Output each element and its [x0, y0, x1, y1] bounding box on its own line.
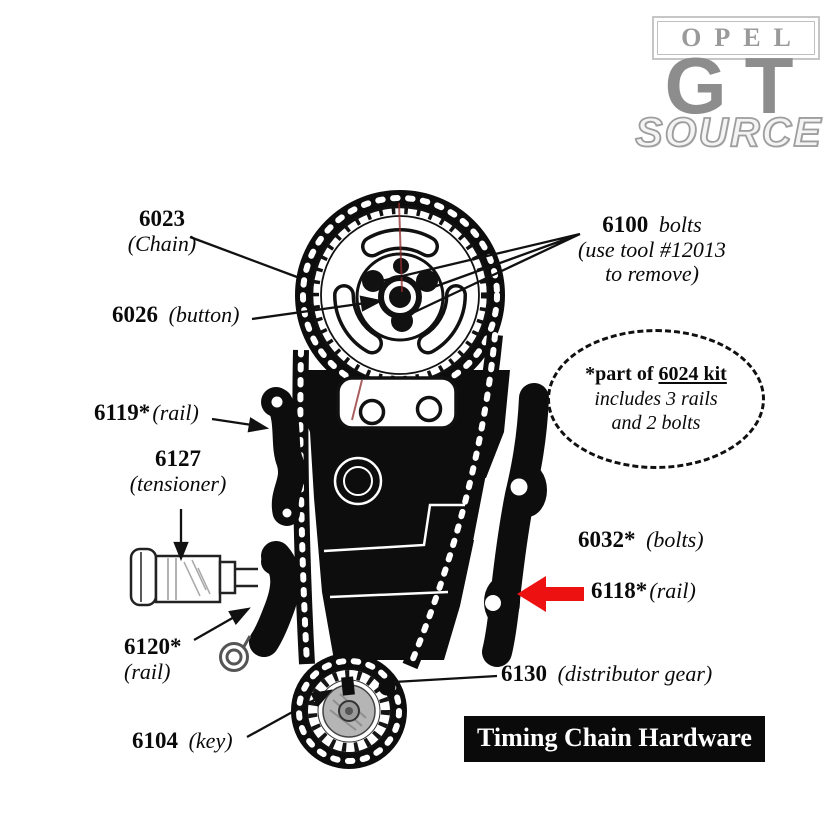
center-button — [378, 275, 422, 319]
title-banner: Timing Chain Hardware — [464, 716, 765, 762]
part-number: 6026 — [112, 302, 158, 327]
gear-key — [341, 676, 355, 696]
part-number: 6130 — [501, 661, 547, 686]
label-6032-bolts: 6032* (bolts) — [578, 527, 704, 553]
part-number: 6120* — [124, 634, 182, 659]
label-6127-tensioner: 6127 (tensioner) — [116, 446, 240, 496]
part-desc: bolts — [658, 212, 702, 237]
label-6104-key: 6104 (key) — [132, 728, 233, 754]
engine-cover-silhouette — [296, 370, 510, 660]
gt-logo-text: GT — [664, 41, 812, 130]
part-number: 6119* — [94, 400, 151, 425]
part-desc: (rail) — [649, 578, 696, 603]
cover-details — [323, 456, 487, 599]
label-6100-bolts: 6100 bolts (use tool #12013 to remove) — [556, 212, 748, 287]
label-6026-button: 6026 (button) — [112, 302, 239, 328]
leader-lines — [173, 232, 581, 739]
part-number: 6032* — [578, 527, 636, 552]
kit-note-ellipse: *part of 6024 kit includes 3 rails and 2… — [547, 329, 765, 469]
opel-gt-source-logo: OPEL GT SOURCE — [628, 12, 828, 162]
source-logo-text: SOURCE — [634, 109, 823, 155]
part-desc: (rail) — [152, 400, 199, 425]
red-arrow-icon — [517, 576, 584, 612]
part-desc: (distributor gear) — [557, 661, 713, 686]
label-6120-rail: 6120* (rail) — [124, 634, 182, 684]
tensioner-shape — [129, 547, 258, 607]
part-number: 6023 — [139, 206, 185, 231]
part-desc: (rail) — [124, 658, 171, 684]
part-desc: (tensioner) — [129, 470, 227, 496]
label-6118-rail: 6118*(rail) — [591, 578, 696, 604]
rail-6118-shape — [482, 383, 549, 667]
part-number: 6100 — [602, 212, 649, 237]
kit-note-prefix: *part of — [585, 363, 659, 386]
part-desc: (key) — [188, 728, 233, 753]
gear-bolt — [378, 678, 396, 696]
label-6130-distributor-gear: 6130 (distributor gear) — [501, 661, 712, 687]
kit-note-line2: includes 3 rails — [594, 387, 718, 410]
tool-note-line1: (use tool #12013 — [578, 236, 726, 262]
chain-guide-bracket — [336, 376, 458, 430]
banner-text: Timing Chain Hardware — [477, 723, 752, 752]
tool-note-line2: to remove) — [605, 261, 699, 287]
opel-logo-box: OPEL — [652, 16, 820, 60]
distributor-gear — [291, 653, 407, 769]
rail-6119-shape — [261, 387, 305, 526]
kit-note-line3: and 2 bolts — [611, 412, 701, 435]
part-desc: (button) — [168, 302, 240, 327]
rail-6120-shape — [219, 541, 301, 672]
camshaft-sprocket — [310, 205, 490, 385]
label-6023-chain: 6023 (Chain) — [112, 206, 212, 256]
part-desc: (Chain) — [127, 230, 197, 256]
kit-link: 6024 kit — [658, 363, 727, 386]
part-number: 6118* — [591, 578, 648, 603]
part-desc: (bolts) — [646, 527, 704, 552]
label-6119-rail: 6119*(rail) — [94, 400, 199, 426]
opel-logo-text: OPEL — [681, 23, 804, 52]
part-number: 6104 — [132, 728, 178, 753]
part-number: 6127 — [155, 446, 201, 471]
